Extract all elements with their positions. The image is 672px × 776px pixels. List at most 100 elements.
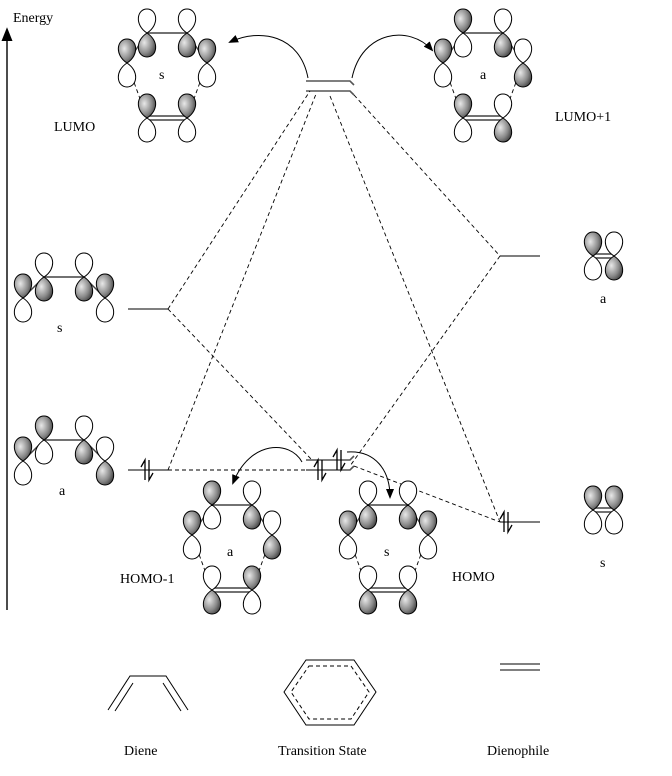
orbital-lobe [177, 117, 197, 143]
orbital-lobe [493, 117, 513, 143]
dienophile-lumo-orbital [583, 231, 624, 281]
orbital-lobe [358, 565, 378, 591]
ts-lumo-level [306, 90, 355, 96]
orbital-lobe [177, 93, 197, 119]
orbital-lobe [583, 485, 603, 511]
ts-homo-orbital [338, 480, 438, 615]
orbital-lobe [74, 439, 94, 465]
orbital-lobe [583, 509, 603, 535]
orbital-lobe [398, 504, 418, 530]
orbital-lobe [34, 439, 54, 465]
orbital-lobe [95, 297, 115, 323]
orbital-lobe [433, 62, 453, 88]
orbital-lobe [74, 252, 94, 278]
diene-homo-orbital [13, 415, 115, 486]
orbital-lobe [398, 480, 418, 506]
ts-lumo-plus-1-symmetry: a [480, 68, 487, 83]
lumo-plus-1-label: LUMO+1 [555, 110, 611, 125]
orbital-lobe [604, 485, 624, 511]
orbital-lobe [338, 510, 358, 536]
lumo-label: LUMO [54, 120, 95, 135]
ts-homo-minus-1-orbital [182, 480, 282, 615]
orbital-lobe [513, 62, 533, 88]
orbital-lobe [493, 32, 513, 58]
orbital-lobe [242, 565, 262, 591]
electron-pairs [140, 447, 513, 535]
orbital-lobe [13, 436, 33, 462]
orbital-lobe [117, 38, 137, 64]
orbital-lobe [242, 480, 262, 506]
orbital-lobe [493, 93, 513, 119]
orbital-lobe [202, 589, 222, 615]
curved-arrows [228, 34, 434, 499]
ts-lumo-orbital [117, 8, 217, 143]
orbital-lobe [202, 565, 222, 591]
orbital-lobe [433, 38, 453, 64]
ts-homo-level [306, 455, 355, 461]
energy-levels [128, 80, 540, 523]
orbital-lobe [358, 589, 378, 615]
orbital-lobe [418, 510, 438, 536]
orbital-lobe [513, 38, 533, 64]
orbital-lobe [493, 8, 513, 34]
orbital-lobe [398, 589, 418, 615]
orbital-lobe [583, 255, 603, 281]
orbital-lobe [242, 589, 262, 615]
orbital-lobe [137, 93, 157, 119]
orbital-lobe [13, 273, 33, 299]
orbital-lobe [34, 252, 54, 278]
orbital-lobe [34, 276, 54, 302]
orbital-lobe [34, 415, 54, 441]
orbital-lobe [177, 32, 197, 58]
correlation-lines [167, 90, 501, 523]
orbital-lobe [418, 534, 438, 560]
orbital-lobe [74, 276, 94, 302]
ts-homo-minus-1-level [306, 465, 355, 471]
homo-minus-1-label: HOMO-1 [120, 572, 174, 587]
orbital-lobe [182, 510, 202, 536]
orbital-lobe [117, 62, 137, 88]
orbital-lobe [197, 38, 217, 64]
orbital-lobe [604, 255, 624, 281]
orbital-lobe [13, 297, 33, 323]
energy-axis-label: Energy [13, 11, 53, 26]
electron-pair-icon [499, 509, 513, 535]
ts-lumo-plus-1-level [306, 80, 355, 86]
orbital-lobe [358, 480, 378, 506]
orbital-lobe [398, 565, 418, 591]
dienophile-label: Dienophile [487, 744, 549, 759]
electron-pair-icon [313, 457, 327, 483]
diene-homo-symmetry: a [59, 484, 66, 499]
ts-homo-symmetry: s [384, 545, 389, 560]
orbital-lobe [13, 460, 33, 486]
orbital-lobe [202, 480, 222, 506]
orbital-lobe [74, 415, 94, 441]
orbital-lobe [137, 8, 157, 34]
orbital-lobe [182, 534, 202, 560]
orbital-pictures [13, 8, 624, 615]
orbital-lobe [137, 32, 157, 58]
electron-pair-icon [332, 447, 346, 473]
diene-lumo-orbital [13, 252, 115, 323]
diene-lumo-symmetry: s [57, 321, 62, 336]
orbital-lobe [177, 8, 197, 34]
orbital-lobe [262, 510, 282, 536]
orbital-lobe [358, 504, 378, 530]
orbital-lobe [95, 273, 115, 299]
orbital-lobe [95, 460, 115, 486]
orbital-lobe [202, 504, 222, 530]
dienophile-lumo-symmetry: a [600, 292, 607, 307]
transition-state-structure [283, 659, 377, 726]
dienophile-homo-orbital [583, 485, 624, 535]
diene-structure [107, 675, 189, 712]
electron-pair-icon [140, 457, 154, 483]
orbital-lobe [262, 534, 282, 560]
ts-homo-minus-1-symmetry: a [227, 545, 234, 560]
orbital-lobe [453, 93, 473, 119]
orbital-lobe [604, 509, 624, 535]
orbital-lobe [453, 8, 473, 34]
transition-state-label: Transition State [278, 744, 367, 759]
orbital-lobe [197, 62, 217, 88]
